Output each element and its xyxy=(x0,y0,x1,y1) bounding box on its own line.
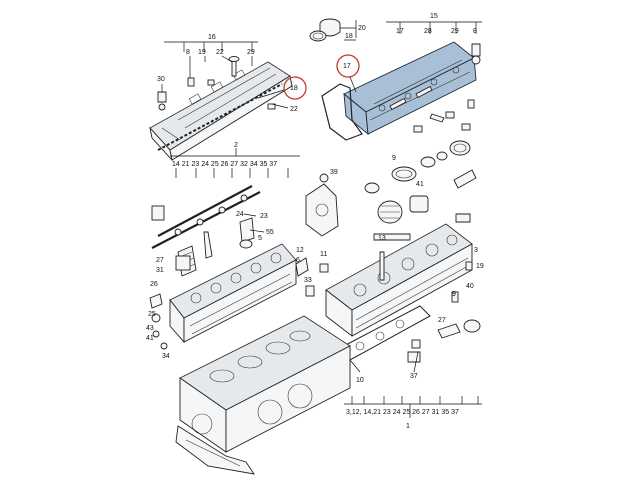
callout-9-top: 9 xyxy=(392,155,396,162)
right-head-small-parts xyxy=(373,233,481,363)
callout-34: 34 xyxy=(162,353,170,360)
callout-18-cap: 18 xyxy=(345,33,353,40)
callout-12: 12 xyxy=(296,247,304,254)
left-cylinder-head xyxy=(169,243,297,344)
bracket-16 xyxy=(161,41,289,109)
callout-31: 31 xyxy=(156,267,164,274)
callout-26: 26 xyxy=(150,281,158,288)
callout-29-left: 29 xyxy=(247,49,255,56)
oil-filler-cap xyxy=(309,18,341,42)
callout-33: 33 xyxy=(304,277,312,284)
bracket-2 xyxy=(170,148,300,157)
callout-1: 1 xyxy=(406,423,410,430)
callout-24: 24 xyxy=(236,211,244,218)
callout-29-right: 29 xyxy=(451,28,459,35)
callout-39: 39 xyxy=(330,169,338,176)
callout-6: 6 xyxy=(296,257,300,264)
small-parts-12-11 xyxy=(295,257,329,297)
engine-block xyxy=(179,315,351,453)
callout-row-2: 14 21 23 24 25 26 27 32 34 35 37 xyxy=(172,161,277,168)
callout-8-right: 8 xyxy=(473,28,477,35)
seal-rings xyxy=(364,140,477,224)
bracket-15 xyxy=(386,21,482,34)
highlight-circle-17 xyxy=(336,54,360,78)
callout-27-left: 27 xyxy=(156,257,164,264)
callout-19-left: 19 xyxy=(198,49,206,56)
callout-28: 28 xyxy=(424,28,432,35)
callout-15: 15 xyxy=(430,13,438,20)
bracket-1 xyxy=(344,396,482,418)
callout-40: 40 xyxy=(466,283,474,290)
callout-17-right: 17 xyxy=(396,28,404,35)
callout-10: 10 xyxy=(356,377,364,384)
callout-2: 2 xyxy=(234,142,238,149)
left-head-small-parts xyxy=(149,255,191,350)
callout-27-right: 27 xyxy=(438,317,446,324)
callout-43: 43 xyxy=(146,325,154,332)
callout-20: 20 xyxy=(358,25,366,32)
callout-19-right: 19 xyxy=(476,263,484,270)
callout-16: 16 xyxy=(208,34,216,41)
callout-22-right: 22 xyxy=(290,106,298,113)
left-gasket xyxy=(157,83,283,151)
callout-17-highlighted: 17 xyxy=(343,63,351,70)
callout-13: 13 xyxy=(378,235,386,242)
right-head-cover xyxy=(343,41,477,136)
callout-30: 30 xyxy=(157,76,165,83)
camshafts xyxy=(151,185,261,249)
callout-23: 23 xyxy=(260,213,268,220)
callout-8-left: 8 xyxy=(186,49,190,56)
callout-9-right: 9 xyxy=(452,291,456,298)
left-cover-small-parts xyxy=(157,56,276,111)
right-cover-gasket xyxy=(321,83,363,141)
callout-22-left: 22 xyxy=(216,49,224,56)
oil-pan xyxy=(175,425,255,475)
callout-11: 11 xyxy=(320,251,327,258)
callout-row-1: 3,12, 14,21 23 24 25 26 27 31 35 37 xyxy=(346,409,459,416)
callout-3: 3 xyxy=(474,247,478,254)
highlight-circle-18 xyxy=(283,76,307,100)
callout-41-top: 41 xyxy=(416,181,424,188)
callout-5: 5 xyxy=(258,235,262,242)
right-cylinder-head xyxy=(325,223,473,337)
callout-55: 55 xyxy=(266,229,274,236)
callout-41-left: 41 xyxy=(146,335,154,342)
camshaft-adjuster xyxy=(305,173,339,237)
left-head-cover xyxy=(149,61,293,162)
callout-18-highlighted: 18 xyxy=(290,85,298,92)
right-cover-small-parts xyxy=(413,43,481,133)
callout-25: 25 xyxy=(148,311,156,318)
callout-37: 37 xyxy=(410,373,418,380)
